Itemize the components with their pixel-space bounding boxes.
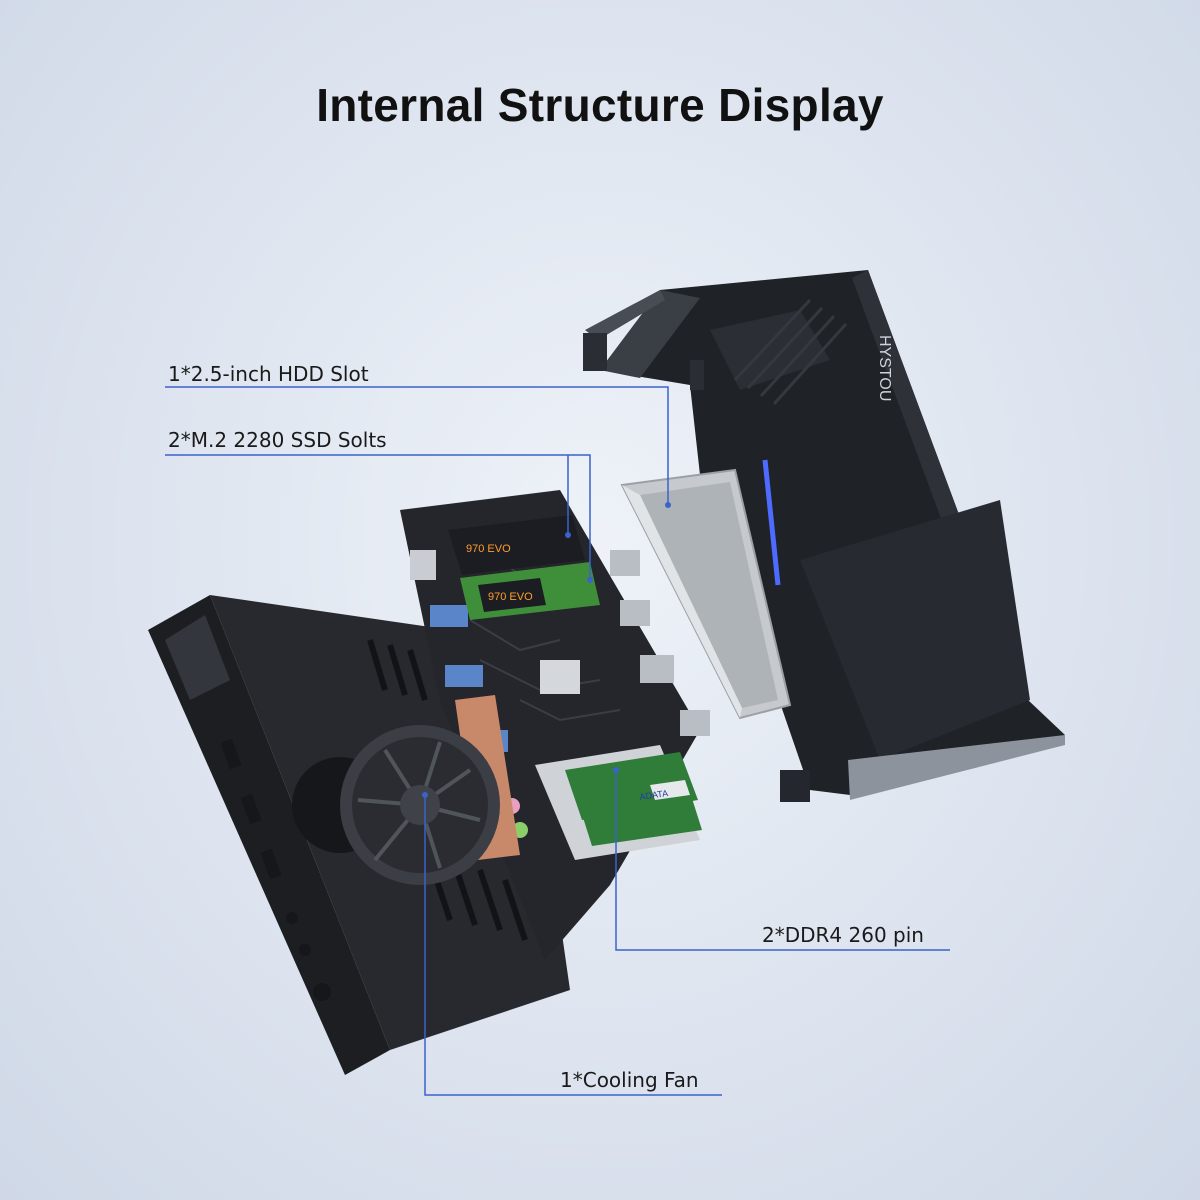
ram-modules: ADATA — [535, 745, 702, 860]
leader-line-fan — [424, 795, 722, 1096]
leader-line-hdd — [165, 386, 669, 505]
hdd-drive — [620, 468, 792, 720]
ssd-modules: 970 EVO 970 EVO — [448, 515, 600, 620]
cooling-fan — [340, 695, 520, 885]
brand-label: HYSTOU — [876, 335, 893, 401]
ssd-bottom: 970 EVO — [460, 562, 600, 620]
ssd-slots-label: 2*M.2 2280 SSD Solts — [168, 428, 387, 452]
leader-lines — [165, 386, 950, 1096]
leader-dots — [422, 502, 671, 798]
page-title: Internal Structure Display — [316, 79, 884, 131]
ram-brand-label: ADATA — [639, 788, 669, 802]
ddr4-label: 2*DDR4 260 pin — [762, 923, 924, 947]
hdd-slot-label: 1*2.5-inch HDD Slot — [168, 362, 369, 386]
leader-line-ram — [615, 770, 950, 951]
ssd-top: 970 EVO — [448, 515, 585, 575]
cooling-fan-label: 1*Cooling Fan — [560, 1068, 699, 1092]
ssd-top-label: 970 EVO — [466, 543, 511, 555]
ssd-bottom-label: 970 EVO — [488, 591, 533, 603]
leader-line-ssd — [165, 454, 591, 580]
top-cover: HYSTOU — [583, 270, 1065, 802]
